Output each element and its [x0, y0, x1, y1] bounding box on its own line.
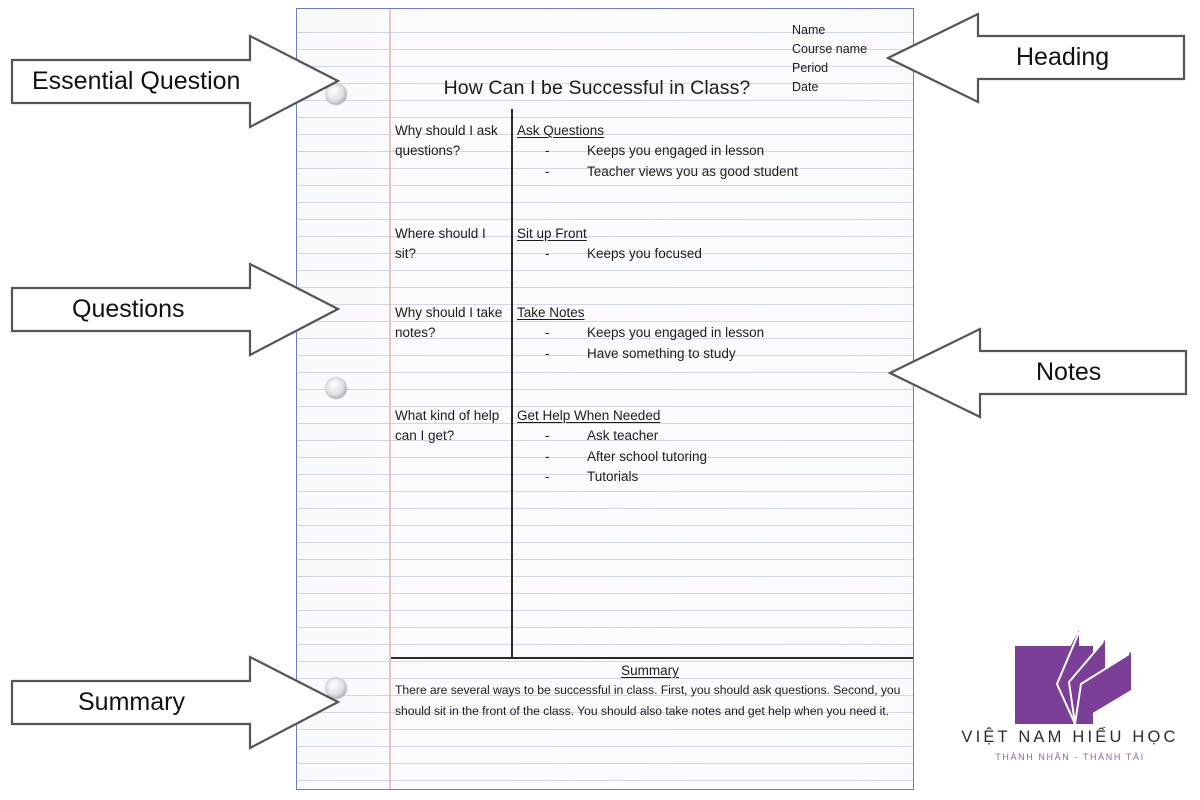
note-item: - Teacher views you as good student: [517, 162, 913, 183]
summary-divider: [391, 657, 913, 659]
note-item: - Keeps you focused: [517, 244, 913, 265]
bullet-dash-icon: -: [545, 345, 550, 361]
note-item-text: Tutorials: [587, 469, 639, 484]
note-title: Ask Questions: [517, 123, 605, 138]
bullet-dash-icon: -: [545, 325, 550, 340]
note-title: Take Notes: [517, 305, 585, 320]
note-item: - Keeps you engaged in lesson: [517, 323, 913, 344]
arrow-right-icon: [10, 262, 340, 357]
question-cell: Where should I sit?: [395, 226, 486, 261]
hole-punch-icon: [325, 377, 347, 399]
notebook-page: How Can I be Successful in Class? Name C…: [296, 8, 914, 790]
note-item: - Have something to study: [517, 344, 913, 365]
callout-label: Summary: [78, 688, 185, 716]
question-cell: What kind of help can I get?: [395, 408, 500, 443]
logo-tagline: THÀNH NHÂN - THÀNH TÀI: [995, 752, 1145, 762]
bullet-dash-icon: -: [545, 163, 550, 179]
question-cell: Why should I take notes?: [395, 305, 503, 340]
logo: VIỆT NAM HIẾU HỌC THÀNH NHÂN - THÀNH TÀI: [955, 628, 1185, 768]
note-item-text: Have something to study: [587, 345, 736, 361]
note-title: Sit up Front: [517, 226, 587, 241]
arrow-left-icon: [886, 12, 1186, 104]
callout-essential-question: Essential Question: [10, 34, 340, 129]
summary-text: There are several ways to be successful …: [395, 683, 901, 718]
arrow-left-icon: [888, 327, 1188, 419]
bullet-dash-icon: -: [545, 448, 550, 464]
heading-field-period: Period: [792, 61, 829, 75]
bullet-dash-icon: -: [545, 246, 550, 261]
note-item-text: Keeps you focused: [587, 246, 702, 261]
note-item: - After school tutoring: [517, 447, 913, 468]
arrow-right-icon: [10, 34, 340, 129]
note-item-text: Keeps you engaged in lesson: [587, 143, 765, 158]
logo-name: VIỆT NAM HIẾU HỌC: [961, 728, 1179, 746]
note-title: Get Help When Needed: [517, 408, 661, 423]
question-cell: Why should I ask questions?: [395, 123, 498, 158]
book-logo-icon: [1015, 630, 1131, 725]
callout-label: Heading: [1016, 43, 1110, 71]
margin-line: [389, 9, 391, 789]
hole-punch-icon: [325, 677, 347, 699]
callout-label: Questions: [72, 295, 185, 323]
note-item-text: Keeps you engaged in lesson: [587, 325, 765, 340]
column-divider: [511, 109, 513, 657]
notes-cell: Sit up Front - Keeps you focused: [517, 224, 913, 265]
essential-question-title: How Can I be Successful in Class?: [443, 77, 751, 99]
callout-heading: Heading: [886, 12, 1186, 104]
bullet-dash-icon: -: [545, 143, 550, 158]
note-item-text: After school tutoring: [587, 448, 708, 464]
callout-questions: Questions: [10, 262, 340, 357]
hole-punch-icon: [325, 83, 347, 105]
heading-field-name: Name: [792, 23, 826, 37]
note-item-text: Ask teacher: [587, 428, 659, 443]
notes-cell: Get Help When Needed - Ask teacher - Aft…: [517, 406, 913, 488]
note-item: - Tutorials: [517, 467, 913, 488]
bullet-dash-icon: -: [545, 428, 550, 443]
note-item: - Keeps you engaged in lesson: [517, 141, 913, 162]
callout-label: Essential Question: [32, 67, 241, 95]
callout-notes: Notes: [888, 327, 1188, 419]
note-item-text: Teacher views you as good student: [587, 163, 798, 179]
summary-section: Summary There are several ways to be suc…: [395, 663, 905, 722]
bullet-dash-icon: -: [545, 469, 550, 484]
notes-cell: Ask Questions - Keeps you engaged in les…: [517, 121, 913, 182]
callout-summary: Summary: [10, 655, 340, 750]
callout-label: Notes: [1036, 358, 1102, 386]
note-item: - Ask teacher: [517, 426, 913, 447]
summary-title: Summary: [621, 663, 679, 678]
heading-field-date: Date: [792, 80, 819, 94]
heading-field-course-name: Course name: [792, 42, 868, 56]
notes-cell: Take Notes - Keeps you engaged in lesson…: [517, 303, 913, 364]
heading-block: Name Course name Period Date: [792, 21, 867, 97]
arrow-right-icon: [10, 655, 340, 750]
